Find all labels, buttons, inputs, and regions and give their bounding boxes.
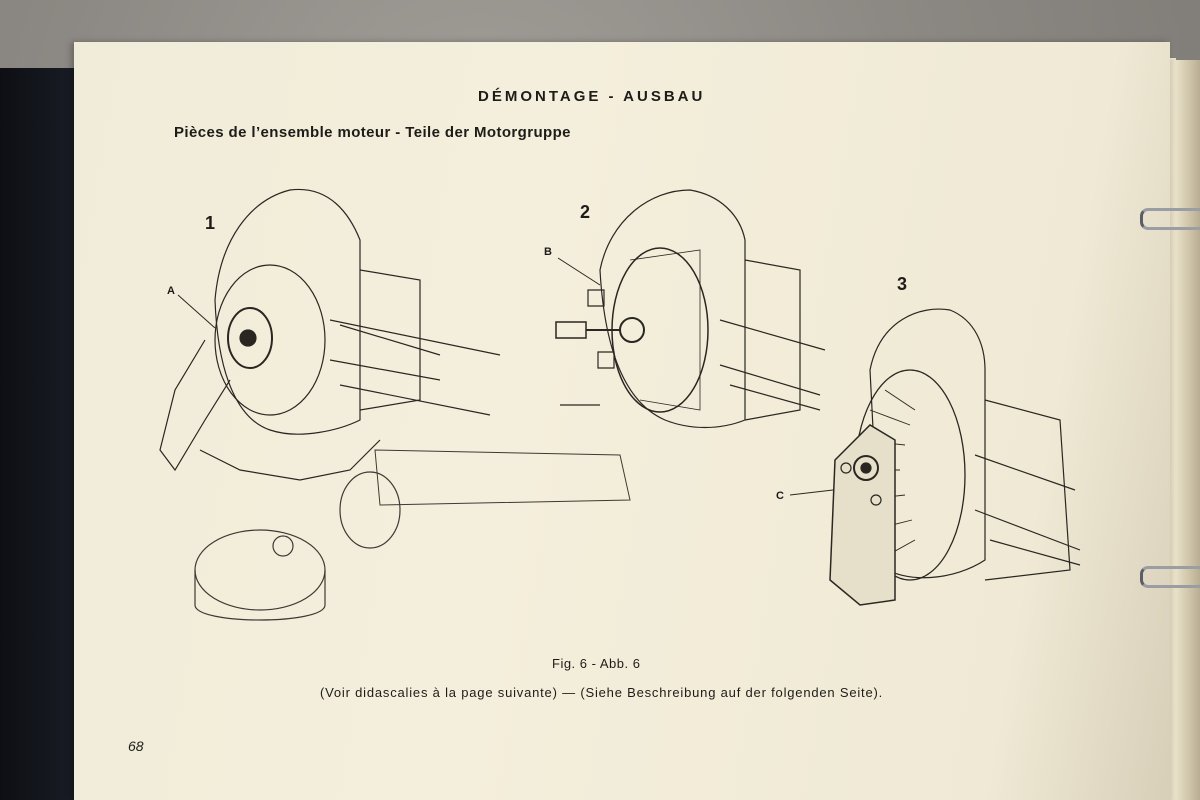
binder-ring-bottom [1140,566,1200,588]
figure-3-callout-c: C [776,490,784,502]
binder-ring-top [1140,208,1200,230]
page-subtitle: Pièces de l’ensemble moteur - Teile der … [174,124,571,141]
manual-page [74,42,1170,800]
figure-2-number: 2 [580,202,591,222]
figure-1-callout-a: A [167,285,175,297]
figure-2-drawing [556,190,825,428]
figure-1-number: 1 [205,213,216,233]
caption-note: (Voir didascalies à la page suivante) — … [320,685,884,700]
page-number: 68 [128,738,144,754]
figure-1-drawing [160,189,630,620]
figure-2-callout-b: B [544,246,552,258]
figure-3-drawing [790,309,1080,605]
page-title: DÉMONTAGE - AUSBAU [478,88,706,105]
figure-caption: Fig. 6 - Abb. 6 [552,656,641,671]
figure-3-number: 3 [897,274,908,294]
